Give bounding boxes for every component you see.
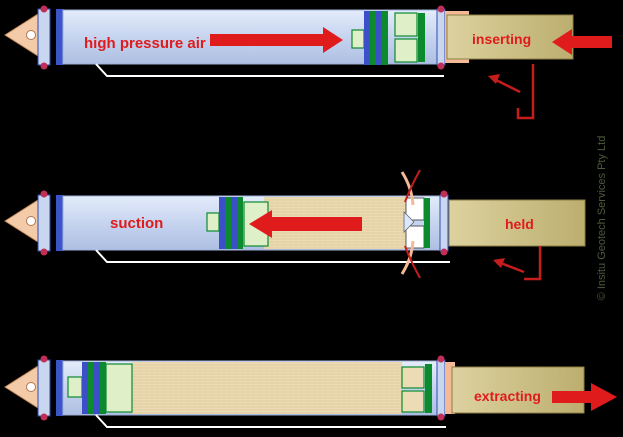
arrow-right-icon [210, 27, 343, 53]
displacement-arrow [524, 246, 542, 281]
tip-ring [56, 9, 63, 65]
tip-collar [37, 194, 51, 252]
bolt [40, 248, 48, 256]
arrow-left-icon [249, 210, 362, 238]
flow-label-high-pressure-air: high pressure air [84, 35, 206, 52]
bolt [437, 62, 445, 70]
tip-ring [56, 360, 63, 416]
soil-sample [132, 362, 402, 414]
piston-icon [67, 362, 133, 414]
cone-pin [26, 382, 36, 392]
stage-inserting: high pressure air inserting [4, 5, 612, 120]
bolt [40, 62, 48, 70]
piston-icon [351, 11, 388, 65]
tube-end-ring [436, 8, 446, 66]
flow-label-suction: suction [110, 215, 163, 232]
arrow-left-icon [552, 29, 612, 55]
arrow-head [493, 258, 505, 268]
bolt [40, 413, 48, 421]
bolt [440, 190, 448, 198]
tip-collar [37, 359, 51, 417]
bolt [437, 413, 445, 421]
bolt [40, 190, 48, 198]
push-rod [446, 14, 574, 60]
push-rod [448, 199, 586, 247]
valve-icon [394, 12, 425, 63]
casing-line [95, 414, 446, 428]
rod-label-inserting: inserting [472, 31, 531, 47]
casing-line [95, 63, 444, 77]
cone-pin [26, 30, 36, 40]
copyright-credit: © Insitu Geotech Services Pty Ltd [596, 135, 608, 301]
rod-label-held: held [505, 216, 534, 232]
tip-collar [37, 8, 51, 66]
tube-end-ring [436, 359, 446, 417]
bolt [437, 355, 445, 363]
valve-icon [403, 197, 430, 249]
arrow-right-icon [552, 383, 617, 411]
rod-coupling [445, 362, 455, 414]
bolt [40, 5, 48, 13]
arrow-head [488, 74, 500, 84]
stage-extracting: extracting [4, 355, 617, 428]
bolt [40, 355, 48, 363]
inflow-arrows [400, 169, 421, 279]
cone-pin [26, 216, 36, 226]
tube-end-ring [439, 194, 449, 252]
rod-label-extracting: extracting [474, 388, 541, 404]
tip-ring [56, 195, 63, 251]
valve-icon [401, 364, 432, 413]
displacement-arrow [516, 64, 535, 120]
bolt [437, 5, 445, 13]
push-rod [451, 366, 585, 414]
casing-line [95, 249, 450, 263]
stage-holding: suction held [4, 169, 586, 281]
bolt [440, 248, 448, 256]
